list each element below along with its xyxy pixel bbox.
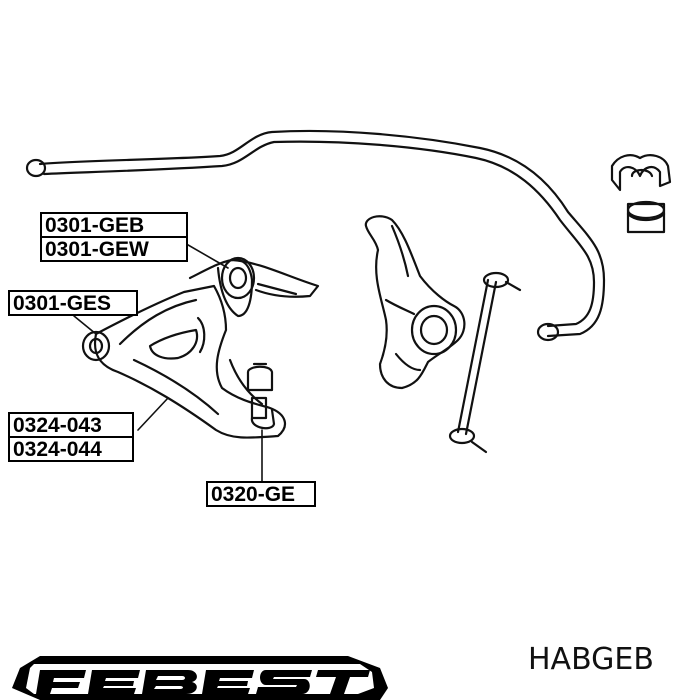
febest-logo — [12, 656, 388, 700]
stabilizer-bar — [25, 129, 606, 342]
label-0324-044: 0324-044 — [8, 436, 134, 462]
part-code-text: HABGEB — [528, 642, 654, 677]
label-0301-gew: 0301-GEW — [40, 236, 188, 262]
stabilizer-link — [448, 271, 522, 454]
label-0324-043: 0324-043 — [8, 412, 134, 438]
front-bushing — [188, 256, 320, 318]
label-0301-ges: 0301-GES — [8, 290, 138, 316]
steering-knuckle — [364, 215, 466, 390]
label-0320-ge: 0320-GE — [206, 481, 316, 507]
stabilizer-bushings — [610, 154, 672, 234]
leader-lines — [73, 237, 263, 483]
lower-control-arm — [81, 284, 287, 439]
ball-joint — [246, 362, 276, 430]
label-0301-geb: 0301-GEB — [40, 212, 188, 238]
